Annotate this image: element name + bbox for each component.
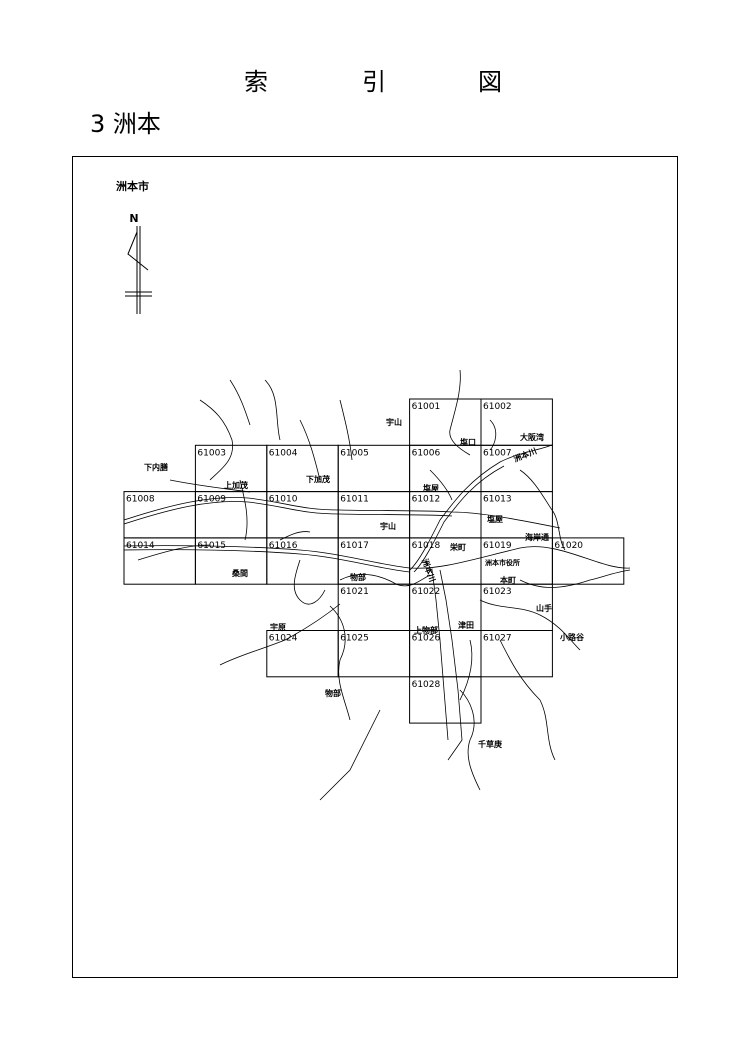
tile-id: 61028 (412, 680, 441, 690)
tile-id: 61006 (412, 448, 441, 458)
tile-id: 61026 (412, 634, 441, 644)
title-char-2: 引 (362, 68, 386, 96)
place-label: 宇山 (380, 521, 396, 531)
place-label: 桑間 (231, 568, 248, 578)
tile-id: 61007 (483, 448, 512, 458)
tile-id: 61027 (483, 634, 512, 644)
map-frame (72, 156, 678, 978)
place-label: 下内膳 (144, 462, 168, 472)
place-label: 洲本市役所 (485, 558, 520, 567)
place-label: 塩口 (460, 437, 476, 447)
tile-id: 61023 (483, 587, 512, 597)
place-label: 物部 (350, 572, 366, 582)
tile-id: 61018 (412, 541, 441, 551)
place-labels: 宇山大阪湾塩口下内膳上加茂下加茂洲本川塩屋宇山塩屋海岸通栄町洲本市役所本町桑間物… (144, 417, 585, 749)
tile-id: 61022 (412, 587, 441, 597)
place-label: 上加茂 (224, 480, 248, 490)
place-label: 小路谷 (559, 632, 585, 642)
tile-id: 61025 (340, 634, 369, 644)
place-label: 本町 (499, 575, 516, 585)
tile-id: 61015 (197, 541, 226, 551)
map-tile[interactable] (409, 676, 482, 724)
tile-id: 61019 (483, 541, 512, 551)
place-label: 宇原 (270, 622, 286, 632)
tile-id: 61009 (197, 495, 226, 505)
tile-id: 61014 (126, 541, 155, 551)
tile-id: 61012 (412, 495, 441, 505)
place-label: 海岸通 (525, 532, 549, 542)
map-tile[interactable] (480, 630, 553, 678)
title-char-3: 図 (478, 68, 502, 96)
tile-id: 61021 (340, 587, 369, 597)
title-char-1: 索 (244, 68, 268, 96)
place-label: 下加茂 (306, 474, 330, 484)
north-label: N (129, 212, 138, 225)
map-tile[interactable] (551, 537, 625, 585)
place-label: 栄町 (449, 542, 466, 552)
map-roads (123, 369, 631, 801)
tile-id: 61017 (340, 541, 369, 551)
place-label: 上物部 (414, 625, 438, 635)
place-label: 津田 (458, 620, 474, 630)
tile-id: 61020 (554, 541, 583, 551)
tile-id: 61003 (197, 448, 226, 458)
tile-id: 61002 (483, 402, 512, 412)
tile-id: 61008 (126, 495, 155, 505)
tile-id: 61013 (483, 495, 512, 505)
tile-id: 61005 (340, 448, 369, 458)
page-title: 索 引 図 (0, 62, 750, 98)
place-label: 大阪湾 (520, 432, 544, 442)
tile-id: 61010 (269, 495, 298, 505)
tile-id: 61004 (269, 448, 298, 458)
place-label: 洲本川 (512, 446, 538, 464)
tile-id: 61024 (269, 634, 298, 644)
page-subtitle: 3 洲本 (90, 110, 161, 138)
place-label: 宇山 (386, 417, 402, 427)
tile-id: 61016 (269, 541, 298, 551)
place-label: 塩屋 (423, 483, 439, 493)
tile-id: 61001 (412, 402, 441, 412)
tile-id: 61011 (340, 495, 369, 505)
place-label: 物部 (325, 688, 341, 698)
place-label: 塩屋 (487, 514, 503, 524)
place-label: 山手 (536, 603, 552, 613)
city-label: 洲本市 (116, 180, 149, 193)
tile-grid: 61001 61002 61003 61004 61005 61006 61007 61008… (123, 398, 625, 724)
north-arrow-icon: N (125, 212, 152, 314)
place-label: 千草庚 (478, 739, 502, 749)
